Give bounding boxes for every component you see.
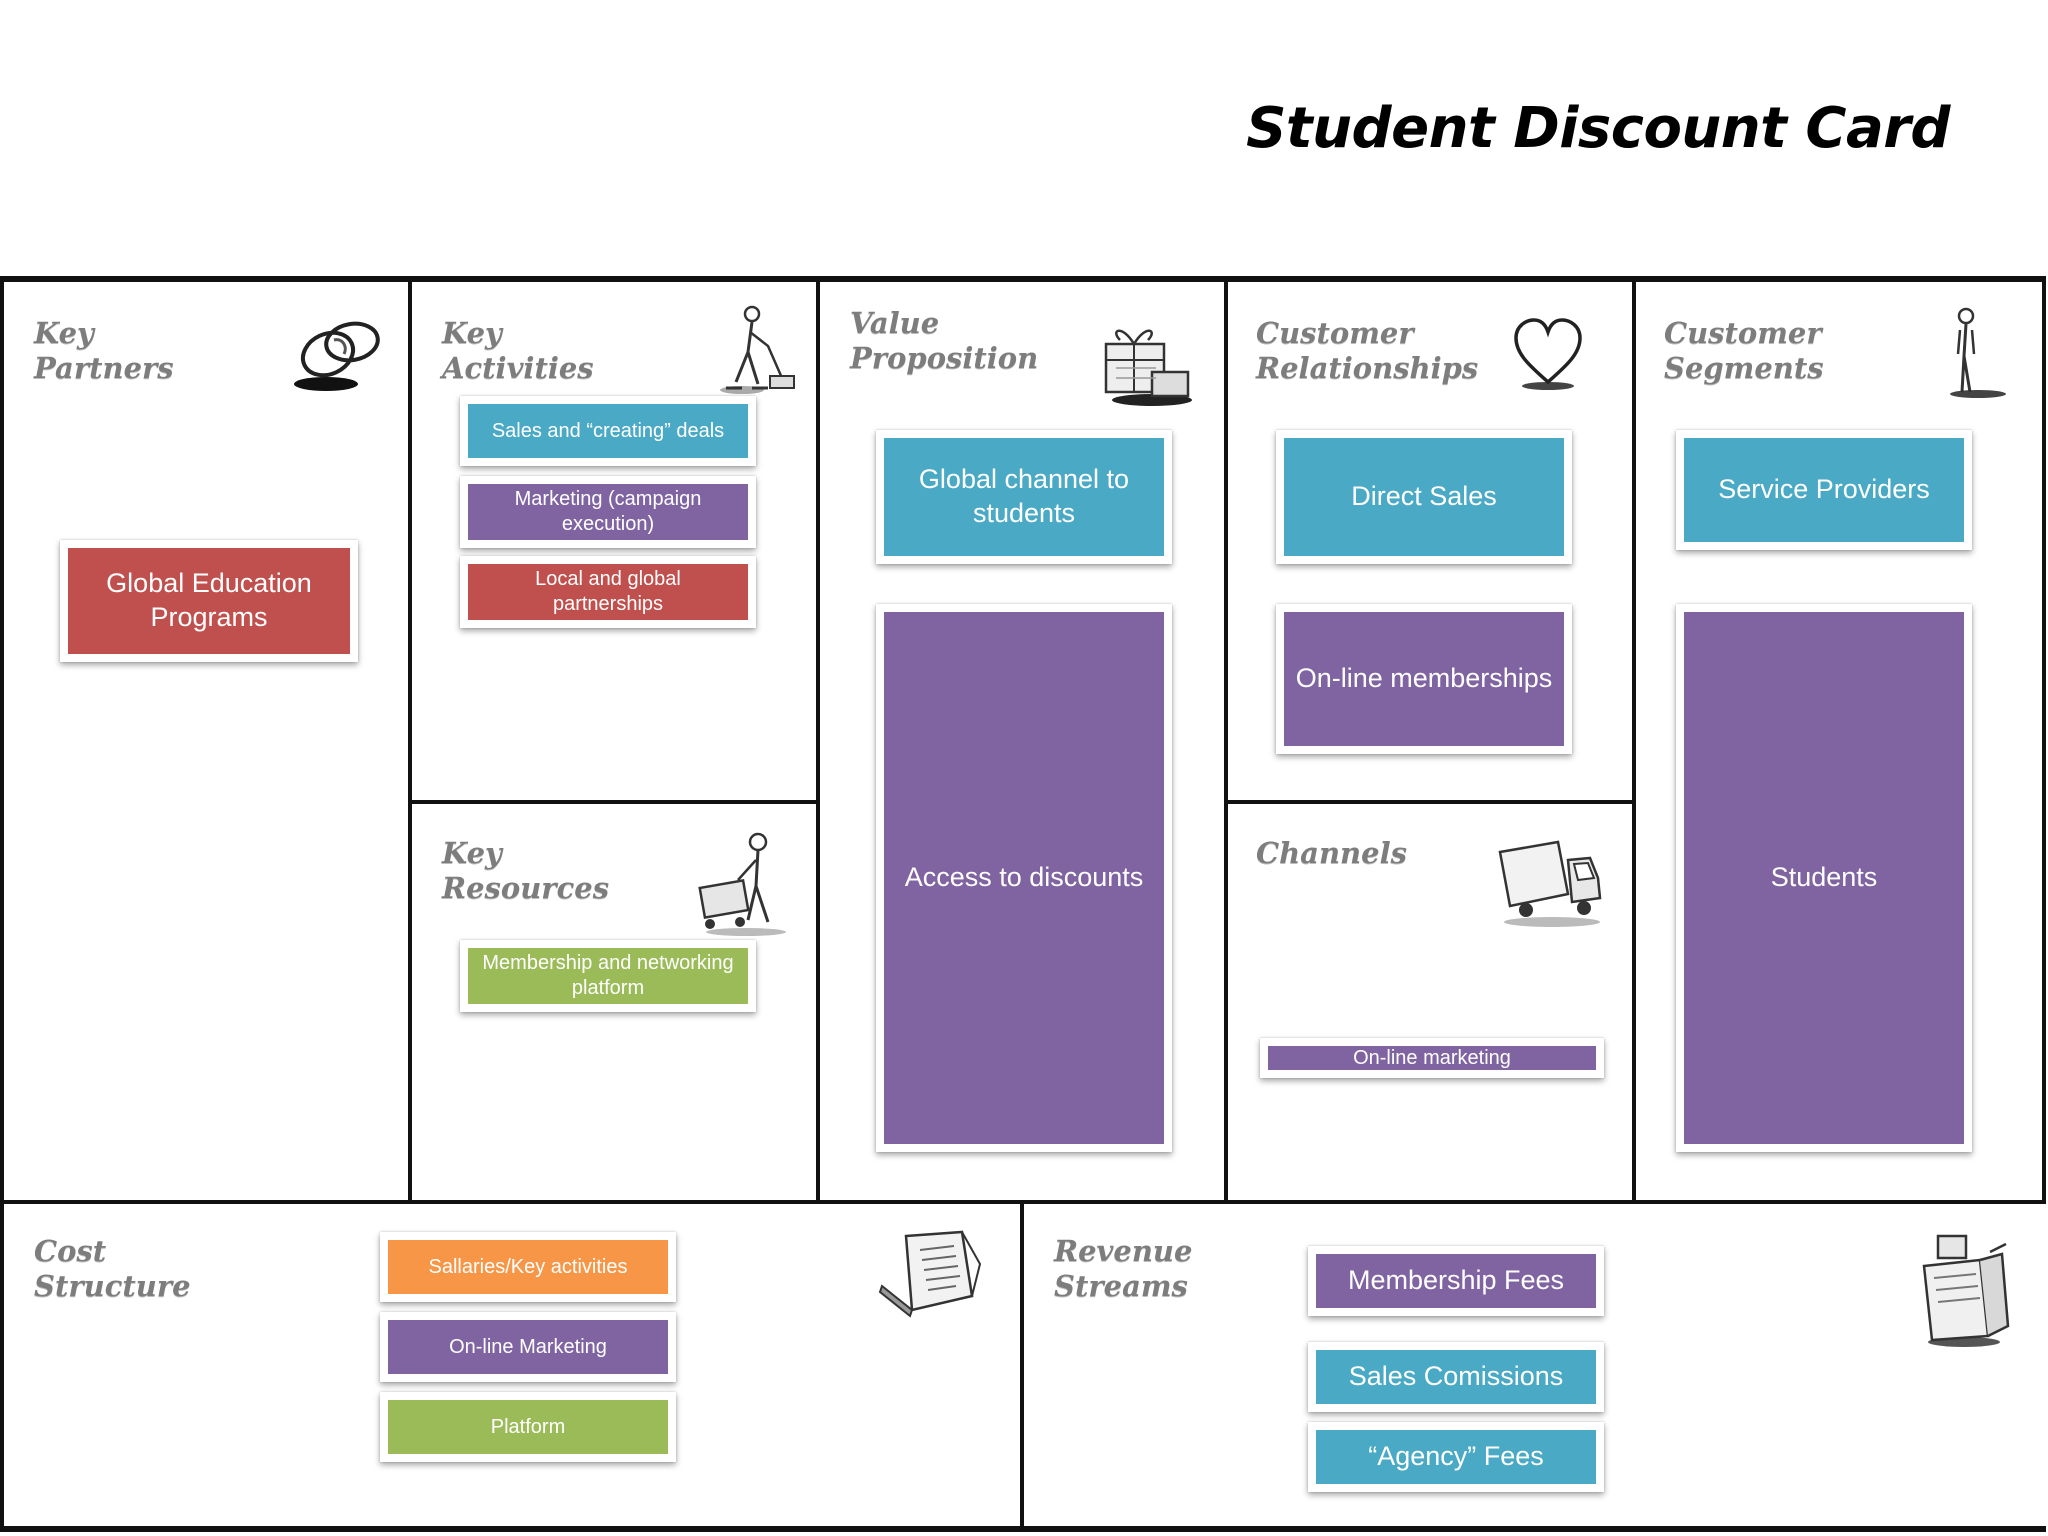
note-global-education-programs: Global Education Programs	[60, 540, 358, 662]
key-partners-label: Key Partners	[34, 316, 174, 385]
person-icon	[1950, 307, 2006, 398]
note-online-marketing-cost: On-line Marketing	[380, 1312, 676, 1382]
divider-activities-value	[816, 282, 820, 1202]
worker-with-cart-icon	[698, 832, 786, 936]
divider-relationships-channels	[1224, 800, 1636, 804]
note-sales-creating-deals: Sales and “creating” deals	[460, 396, 756, 466]
divider-partners-activities	[408, 282, 412, 1202]
business-model-canvas	[0, 276, 2046, 1532]
customer-segments-label: Customer Segments	[1664, 316, 1824, 385]
value-proposition-label: Value Proposition	[850, 306, 1039, 375]
note-platform: Platform	[380, 1392, 676, 1462]
key-activities-label: Key Activities	[442, 316, 594, 385]
note-online-memberships: On-line memberships	[1276, 604, 1572, 754]
note-local-global-partnerships: Local and global partnerships	[460, 556, 756, 628]
note-agency-fees: “Agency” Fees	[1308, 1422, 1604, 1492]
customer-relationships-label: Customer Relationships	[1256, 316, 1479, 385]
note-service-providers: Service Providers	[1676, 430, 1972, 550]
gift-icon	[1104, 329, 1192, 406]
note-students: Students	[1676, 604, 1972, 1152]
channels-label: Channels	[1256, 836, 1407, 870]
heart-icon	[1514, 318, 1582, 390]
revenue-streams-label: Revenue Streams	[1054, 1234, 1193, 1303]
cash-register-icon	[1922, 1234, 2010, 1347]
note-membership-networking-platform: Membership and networking platform	[460, 940, 756, 1012]
divider-relationships-segments	[1632, 282, 1636, 1202]
worker-icon	[720, 305, 795, 394]
price-tag-icon	[878, 1230, 982, 1318]
key-resources-label: Key Resources	[442, 836, 610, 905]
note-global-channel-to-students: Global channel to students	[876, 430, 1172, 564]
divider-cost-revenue	[1020, 1200, 1024, 1526]
chain-link-icon	[294, 321, 380, 391]
note-online-marketing-channel: On-line marketing	[1260, 1038, 1604, 1078]
truck-icon	[1498, 840, 1602, 927]
divider-activities-resources	[408, 800, 820, 804]
canvas-right-border	[2042, 282, 2046, 1203]
note-marketing-campaign-execution: Marketing (campaign execution)	[460, 476, 756, 548]
note-salaries-key-activities: Sallaries/Key activities	[380, 1232, 676, 1302]
note-sales-comissions: Sales Comissions	[1308, 1342, 1604, 1412]
canvas-left-border	[0, 282, 4, 1526]
note-access-to-discounts: Access to discounts	[876, 604, 1172, 1152]
divider-value-relationships	[1224, 282, 1228, 1202]
page-title: Student Discount Card	[1246, 96, 1950, 161]
cost-structure-label: Cost Structure	[34, 1234, 191, 1303]
note-direct-sales: Direct Sales	[1276, 430, 1572, 564]
note-membership-fees: Membership Fees	[1308, 1246, 1604, 1316]
